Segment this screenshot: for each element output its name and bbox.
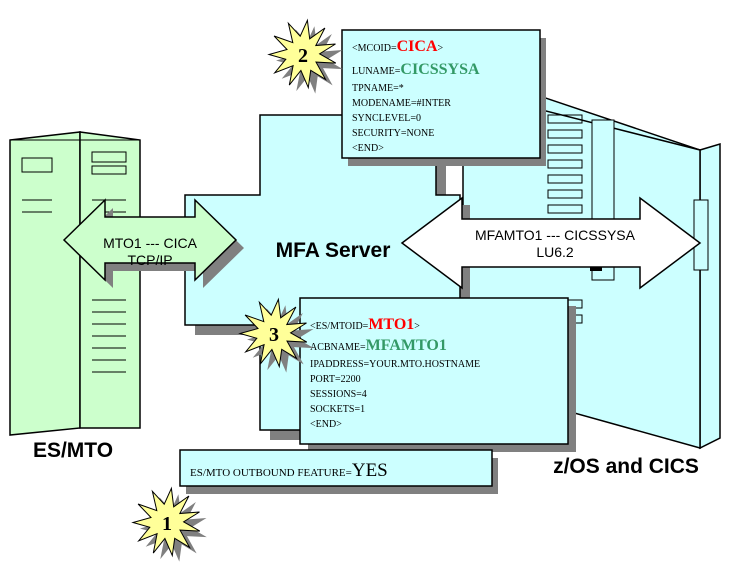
mto-line-ipaddress: IPADDRESS=YOUR.MTO.HOSTNAME [310,359,480,370]
cics-line-synclevel: SYNCLEVEL=0 [352,113,421,124]
zos-cics-label: z/OS and CICS [553,455,699,478]
acbname-value: MFAMTO1 [366,337,447,354]
mto-line-port: PORT=2200 [310,374,361,385]
luname-prefix: LUNAME= [352,66,401,77]
svg-text:<MCOID=CICA>: <MCOID=CICA> [352,38,444,55]
lu62-arrow-line2: LU6.2 [536,244,574,260]
step-badge-2: 2 [267,18,343,94]
cics-line-modename: MODENAME=#INTER [352,98,451,109]
svg-text:<ES/MTOID=MTO1>: <ES/MTOID=MTO1> [310,316,420,333]
es-mto-label: ES/MTO [33,439,113,462]
step-badge-1-number: 1 [162,513,172,535]
cics-definition-box: <MCOID=CICA> LUNAME=CICSSYSA TPNAME=* MO… [341,29,546,166]
mcoid-value: CICA [397,38,438,55]
outbound-feature-value: YES [352,460,388,481]
es-mto-server-rack [9,131,141,436]
mto-line-sessions: SESSIONS=4 [310,389,367,400]
mto-line-end: <END> [310,419,342,430]
mtoid-value: MTO1 [368,316,414,333]
mcoid-suffix: > [438,43,444,54]
cics-line-security: SECURITY=NONE [352,128,434,139]
mto-definition-box: <ES/MTOID=MTO1> ACBNAME=MFAMTO1 IPADDRES… [299,297,576,452]
mtoid-suffix: > [414,321,420,332]
step-badge-1: 1 [131,486,207,562]
step-badge-2-number: 2 [298,45,308,67]
cics-line-tpname: TPNAME=* [352,83,404,94]
svg-text:LUNAME=CICSSYSA: LUNAME=CICSSYSA [352,61,480,78]
mcoid-prefix: <MCOID= [352,43,397,54]
cics-line-end: <END> [352,143,384,154]
acbname-prefix: ACBNAME= [310,342,366,353]
outbound-feature-prefix: ES/MTO OUTBOUND FEATURE= [190,467,352,479]
lu62-connection-arrow: MFAMTO1 --- CICSSYSA LU6.2 [400,196,702,290]
step-badge-3: 3 [238,297,314,373]
svg-text:ACBNAME=MFAMTO1: ACBNAME=MFAMTO1 [310,337,447,354]
tcpip-arrow-line2: TCP/IP [127,252,172,268]
step-badge-3-number: 3 [269,324,279,346]
outbound-feature-box: ES/MTO OUTBOUND FEATURE=YES [179,449,498,494]
tcpip-arrow-line1: MTO1 --- CICA [103,235,198,251]
luname-value: CICSSYSA [400,61,480,78]
mto-line-sockets: SOCKETS=1 [310,404,365,415]
lu62-arrow-line1: MFAMTO1 --- CICSSYSA [475,227,636,243]
mfa-server-label: MFA Server [276,239,391,262]
tcpip-connection-arrow: MTO1 --- CICA TCP/IP [62,198,244,288]
mtoid-prefix: <ES/MTOID= [310,321,369,332]
svg-text:ES/MTO OUTBOUND FEATURE=YES: ES/MTO OUTBOUND FEATURE=YES [190,460,388,481]
